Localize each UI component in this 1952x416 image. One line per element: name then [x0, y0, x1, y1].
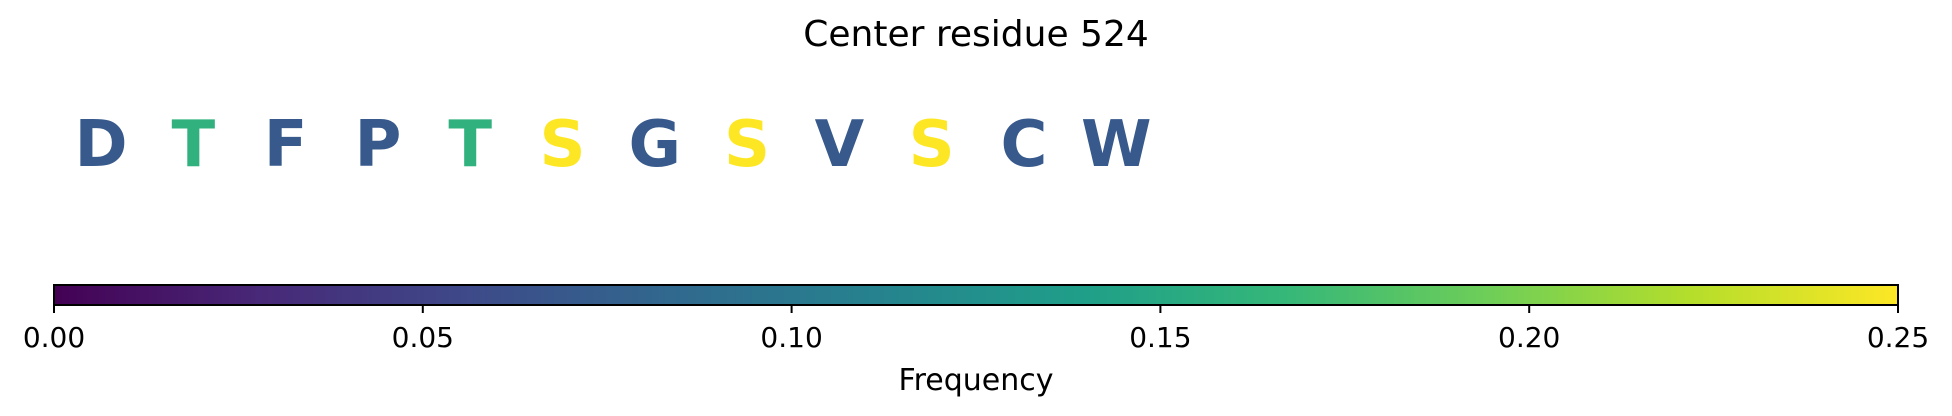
residue-letter-9: V [815, 108, 865, 182]
residue-letter-4: P [354, 108, 401, 182]
residue-letter-11: C [1001, 108, 1048, 182]
residue-letter-3: F [264, 108, 308, 182]
colorbar-tick-label: 0.00 [23, 321, 85, 354]
residue-letter-2: T [171, 108, 215, 182]
residue-letter-12: W [1081, 108, 1152, 182]
residue-letter-8: S [724, 108, 770, 182]
colorbar-tick-label: 0.05 [392, 321, 454, 354]
residue-letter-1: D [74, 108, 127, 182]
colorbar-label: Frequency [899, 363, 1054, 398]
colorbar-tick-label: 0.20 [1498, 321, 1560, 354]
colorbar-tick-label: 0.25 [1867, 321, 1929, 354]
residue-letter-5: T [448, 108, 492, 182]
colorbar [53, 284, 1899, 306]
colorbar-tick-label: 0.10 [760, 321, 822, 354]
chart-title: Center residue 524 [803, 14, 1149, 55]
residue-letter-10: S [909, 108, 955, 182]
colorbar-tick-label: 0.15 [1129, 321, 1191, 354]
residue-letter-7: G [629, 108, 682, 182]
residue-letter-6: S [539, 108, 585, 182]
colorbar-ticks: 0.00 0.05 0.10 0.15 0.20 0.25 [23, 305, 1929, 354]
